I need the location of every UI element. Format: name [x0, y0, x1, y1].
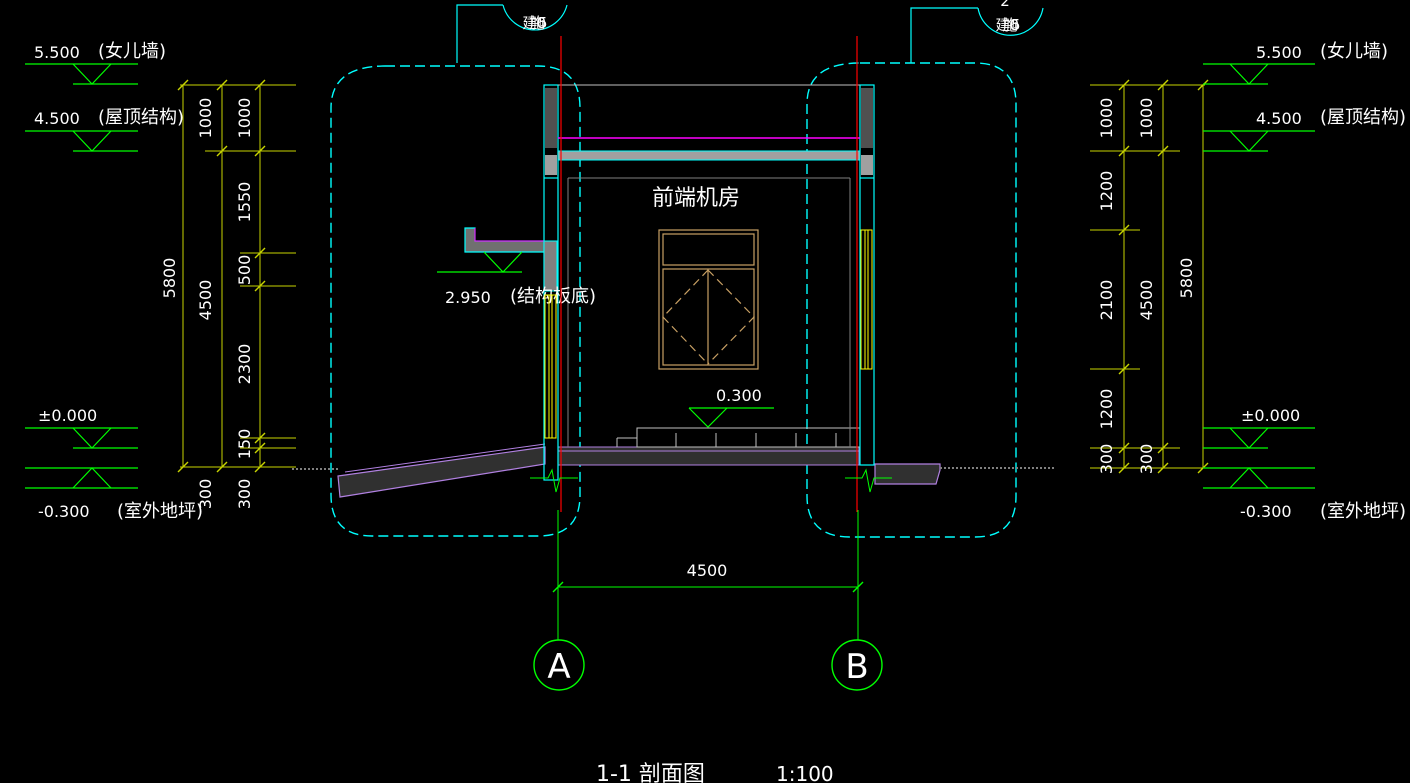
window-left	[544, 294, 557, 439]
svg-text:(女儿墙): (女儿墙)	[1320, 41, 1388, 62]
room-label: 前端机房	[652, 186, 740, 211]
svg-text:2.950: 2.950	[445, 288, 491, 307]
dim-left-inner-3: 2300	[235, 344, 254, 385]
dim-right-inner-2: 2100	[1097, 280, 1116, 321]
elevation-mark-left-neg0300: -0.300 (室外地坪)	[25, 467, 203, 522]
dimensions-left: 5800 4500 1000 1000 1550 500 2300 150 30…	[160, 79, 296, 510]
drawing-title: 1-1 剖面图	[596, 762, 705, 783]
detail-ref-2-sheet: 建施05	[996, 16, 1021, 34]
roof-slab	[557, 84, 861, 447]
dim-right-inner-4: 300	[1097, 444, 1116, 475]
detail-ref-2: 2 建施05	[910, 0, 1044, 63]
svg-text:B: B	[845, 647, 868, 687]
detail-ref-1: 建施05	[456, 4, 568, 63]
dim-right-total: 5800	[1177, 258, 1196, 299]
dim-left-total: 5800	[160, 258, 179, 299]
svg-text:±0.000: ±0.000	[38, 406, 97, 425]
dim-left-middle: 4500	[196, 280, 215, 321]
svg-text:5.500: 5.500	[34, 43, 80, 62]
svg-text:-0.300: -0.300	[1240, 502, 1292, 521]
elevations-left: 5.500 (女儿墙) 4.500 (屋顶结构) ±0.000 -0.300 (…	[25, 41, 203, 522]
dim-right-middle: 4500	[1137, 280, 1156, 321]
dim-left-bottom-1: 300	[235, 479, 254, 510]
axis-lines	[560, 36, 858, 512]
detail-ref-1-sheet: 建施05	[523, 14, 548, 32]
dim-right-bottom: 300	[1137, 444, 1156, 475]
elevation-mark-right-neg0300: -0.300 (室外地坪)	[1203, 467, 1406, 522]
dim-right-inner-1: 1200	[1097, 171, 1116, 212]
svg-text:0.300: 0.300	[716, 386, 762, 405]
elevation-mark-canopy: 2.950 (结构板底)	[437, 251, 596, 307]
dim-left-bottom-0: 300	[196, 479, 215, 510]
svg-text:5.500: 5.500	[1256, 43, 1302, 62]
svg-text:(屋顶结构): (屋顶结构)	[98, 107, 184, 128]
raised-floor	[616, 427, 861, 448]
dim-right-inner-3: 1200	[1097, 389, 1116, 430]
drawing-scale: 1:100	[776, 762, 834, 783]
svg-text:(室外地坪): (室外地坪)	[1320, 501, 1406, 522]
dim-right-inner-0: 1000	[1097, 98, 1116, 139]
dim-left-top: 1000	[196, 98, 215, 139]
svg-text:4.500: 4.500	[34, 109, 80, 128]
interior-floor	[557, 446, 860, 466]
svg-text:4.500: 4.500	[1256, 109, 1302, 128]
dimensions-right: 1000 1200 2100 1200 300 1000 4500 300 58…	[1090, 79, 1209, 475]
dimension-axis: 4500	[552, 510, 864, 640]
dim-left-inner-2: 500	[235, 255, 254, 286]
svg-text:-0.300: -0.300	[38, 502, 90, 521]
svg-text:(女儿墙): (女儿墙)	[98, 41, 166, 62]
elevation-mark-right-0000: ±0.000	[1203, 406, 1315, 449]
window-right	[860, 229, 873, 370]
dim-right-top: 1000	[1137, 98, 1156, 139]
svg-text:(室外地坪): (室外地坪)	[117, 501, 203, 522]
break-lines	[530, 468, 892, 493]
ground-right	[874, 463, 1056, 485]
elevation-mark-right-5500: 5.500 (女儿墙)	[1203, 41, 1388, 85]
detail-ref-2-number: 2	[1000, 0, 1010, 10]
elevation-mark-left-4500: 4.500 (屋顶结构)	[25, 107, 184, 152]
dim-left-inner-1: 1550	[235, 182, 254, 223]
elevation-mark-left-5500: 5.500 (女儿墙)	[25, 41, 166, 85]
axis-bubble-a: A	[533, 639, 585, 691]
detail-callout-outlines	[330, 62, 1017, 538]
svg-text:(屋顶结构): (屋顶结构)	[1320, 107, 1406, 128]
svg-text:(结构板底): (结构板底)	[510, 286, 596, 307]
elevation-mark-left-0000: ±0.000	[25, 406, 138, 449]
wall-right	[859, 84, 875, 466]
elevation-mark-floor: 0.300	[688, 386, 774, 428]
canopy	[464, 227, 558, 292]
elevations-right: 5.500 (女儿墙) 4.500 (屋顶结构) ±0.000 -0.300 (…	[1203, 41, 1406, 522]
dim-left-inner-4: 150	[235, 429, 254, 460]
door-elevation	[658, 229, 759, 370]
elevation-mark-right-4500: 4.500 (屋顶结构)	[1203, 107, 1406, 152]
ground-left	[292, 443, 546, 498]
detail-callout-right	[806, 62, 1017, 538]
dim-axis-label: 4500	[687, 561, 728, 580]
detail-callout-left	[330, 65, 581, 537]
dim-left-inner-0: 1000	[235, 98, 254, 139]
axis-bubble-b: B	[831, 639, 883, 691]
svg-text:A: A	[547, 647, 570, 687]
svg-text:±0.000: ±0.000	[1241, 406, 1300, 425]
